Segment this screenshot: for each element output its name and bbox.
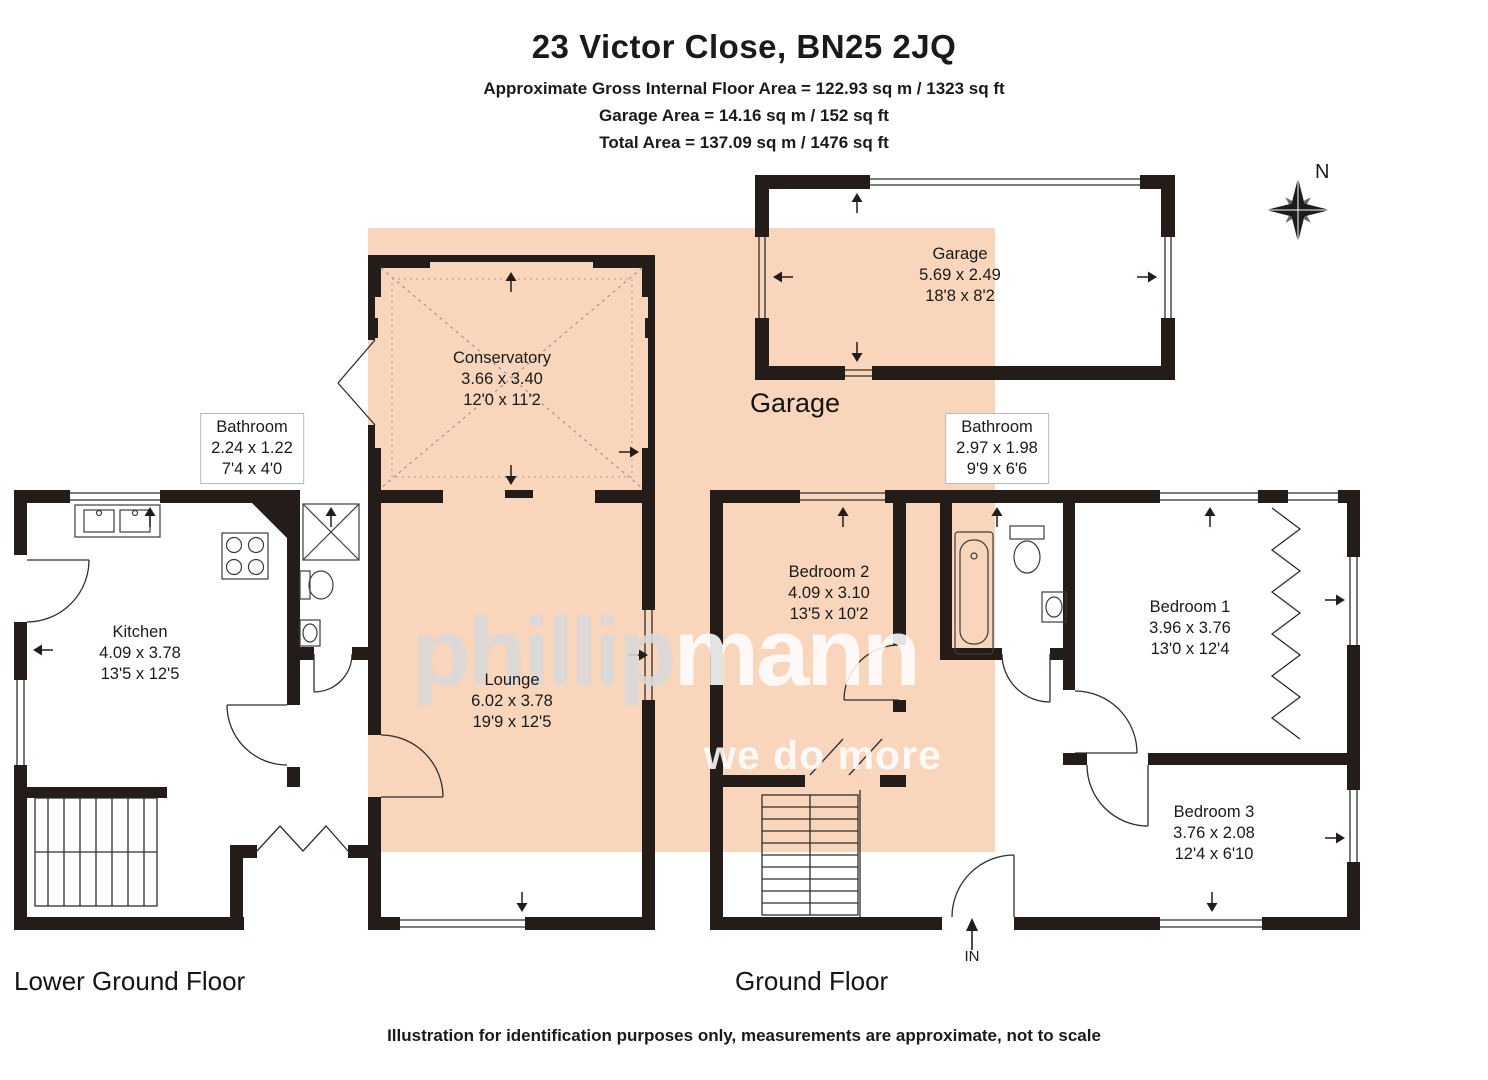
watermark-brand-right: mann [673,599,921,706]
doors-ground [809,644,1149,918]
room-imperial: 12'0 x 11'2 [463,391,541,409]
stairs-lower [34,797,158,907]
room-imperial: 18'8 x 8'2 [925,287,995,305]
stairs-ground [761,790,861,917]
room-imperial: 13'5 x 12'5 [100,665,180,683]
room-name: Bathroom [216,418,288,436]
ground-floor-label: Ground Floor [735,966,889,996]
page-title: 23 Victor Close, BN25 2JQ [531,28,957,65]
room-imperial: 13'5 x 10'2 [789,605,869,623]
room-name: Garage [932,245,988,263]
lounge-walls [368,490,655,930]
highlight-overlay [368,228,995,852]
ground-windows [800,492,1358,928]
basin-icon [1041,591,1067,623]
room-label-bathroom-lower: Bathroom 2.24 x 1.22 7'4 x 4'0 [200,413,304,484]
watermark: phillipmann we do more [412,604,942,804]
room-name: Bedroom 3 [1173,803,1255,821]
room-metric: 2.24 x 1.22 [211,439,293,457]
kitchen-fixtures [74,504,269,580]
entrance-in-label: IN [964,948,980,965]
room-label-conservatory: Conservatory 3.66 x 3.40 12'0 x 11'2 [453,348,551,411]
kitchen-walls [14,490,375,930]
room-label-lounge: Lounge 6.02 x 3.78 19'9 x 12'5 [471,670,553,733]
room-label-bedroom2: Bedroom 2 4.09 x 3.10 13'5 x 10'2 [788,562,870,625]
room-imperial: 19'9 x 12'5 [472,713,552,731]
room-metric: 6.02 x 3.78 [471,692,553,710]
watermark-brand-left: phillip [412,599,677,706]
garage-section-label: Garage [749,388,841,418]
garage-walls [755,175,1175,380]
room-metric: 2.97 x 1.98 [956,439,1038,457]
room-metric: 4.09 x 3.10 [788,584,870,602]
toilet-icon [299,570,334,600]
windows-lower [16,492,653,928]
bathroom-ground-fixtures [954,525,1067,655]
stove-icon [221,532,269,580]
gross-area-line: Approximate Gross Internal Floor Area = … [483,79,1005,98]
lower-ground-floor-plan [14,255,655,930]
room-label-bathroom-ground: Bathroom 2.97 x 1.98 9'9 x 6'6 [945,413,1049,484]
doors-lower [26,339,444,852]
room-metric: 5.69 x 2.49 [919,266,1001,284]
room-imperial: 12'4 x 6'10 [1174,845,1254,863]
entrance-arrow-icon [966,918,978,950]
kitchen-sink-icon [74,504,161,538]
room-name: Bedroom 2 [788,563,870,581]
room-metric: 3.96 x 3.76 [1149,619,1231,637]
disclaimer-text: Illustration for identification purposes… [387,1026,1101,1045]
room-imperial: 7'4 x 4'0 [221,460,283,478]
basin-icon [299,619,321,647]
room-metric: 3.76 x 2.08 [1173,824,1255,842]
room-label-kitchen: Kitchen 4.09 x 3.78 13'5 x 12'5 [99,622,181,685]
room-name: Lounge [484,671,540,689]
room-metric: 3.66 x 3.40 [461,370,543,388]
toilet-icon [1009,525,1045,574]
bathtub-icon [954,531,994,655]
garage-windows [758,178,1172,377]
compass-rose-icon [1266,178,1330,242]
room-label-bedroom3: Bedroom 3 3.76 x 2.08 12'4 x 6'10 [1173,802,1255,865]
room-name: Bedroom 1 [1149,598,1231,616]
room-label-bedroom1: Bedroom 1 3.96 x 3.76 13'0 x 12'4 [1149,597,1231,660]
conservatory-walls [368,255,655,490]
shower-icon [302,503,360,561]
total-area-line: Total Area = 137.09 sq m / 1476 sq ft [599,133,889,152]
room-label-garage: Garage 5.69 x 2.49 18'8 x 8'2 [919,244,1001,307]
room-name: Conservatory [452,349,552,367]
room-imperial: 9'9 x 6'6 [966,460,1028,478]
garage-plan [755,175,1175,380]
watermark-tagline: we do more [704,732,942,778]
room-name: Kitchen [112,623,168,641]
bathroom-lower-fixtures [299,503,360,647]
compass-north-label: N [1315,161,1330,183]
ground-floor-plan [710,490,1360,950]
wardrobe-zigzag [1270,507,1302,740]
garage-area-line: Garage Area = 14.16 sq m / 152 sq ft [599,106,889,125]
room-metric: 4.09 x 3.78 [99,644,181,662]
room-name: Bathroom [961,418,1033,436]
room-imperial: 13'0 x 12'4 [1150,640,1230,658]
lower-ground-floor-label: Lower Ground Floor [14,966,246,996]
